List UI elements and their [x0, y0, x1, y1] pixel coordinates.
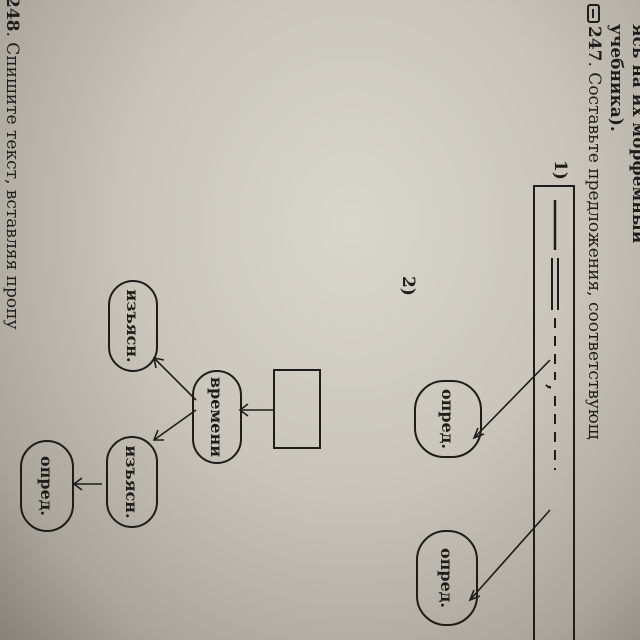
- arrow-head-3: [238, 403, 249, 417]
- arrow-line-5: [153, 409, 197, 441]
- exercise-248-text: . Спишите текст, вставляя пропу: [2, 31, 22, 330]
- exercise-248-heading: 248. Спишите текст, вставляя пропу: [2, 0, 22, 329]
- scheme-1-oval-left: опред.: [414, 380, 482, 458]
- scheme-1-frame: [533, 185, 575, 640]
- arrow-head-2: [468, 589, 481, 602]
- scheme-2-oval-explanatory-bottom: изъясн.: [106, 436, 158, 528]
- arrow-head-5: [152, 429, 164, 441]
- exercise-248-number: 248: [2, 0, 22, 32]
- arrow-head-6: [72, 477, 83, 491]
- arrow-head-4: [152, 356, 165, 369]
- scheme-2-oval-attributive: опред.: [20, 440, 74, 532]
- arrow-head-1: [472, 427, 485, 440]
- scheme-2-number: 2): [398, 276, 418, 296]
- scheme-2-main-box: [273, 369, 321, 449]
- arrow-line-1: [473, 359, 551, 439]
- comma-mark: ,: [543, 384, 564, 390]
- arrow-line-2: [469, 509, 551, 601]
- scheme-2-oval-explanatory-top: изъясн.: [108, 280, 158, 372]
- scheme-1-oval-right: опред.: [416, 530, 478, 626]
- arrow-line-4: [153, 357, 197, 401]
- scheme-2-oval-time: времени: [192, 370, 242, 464]
